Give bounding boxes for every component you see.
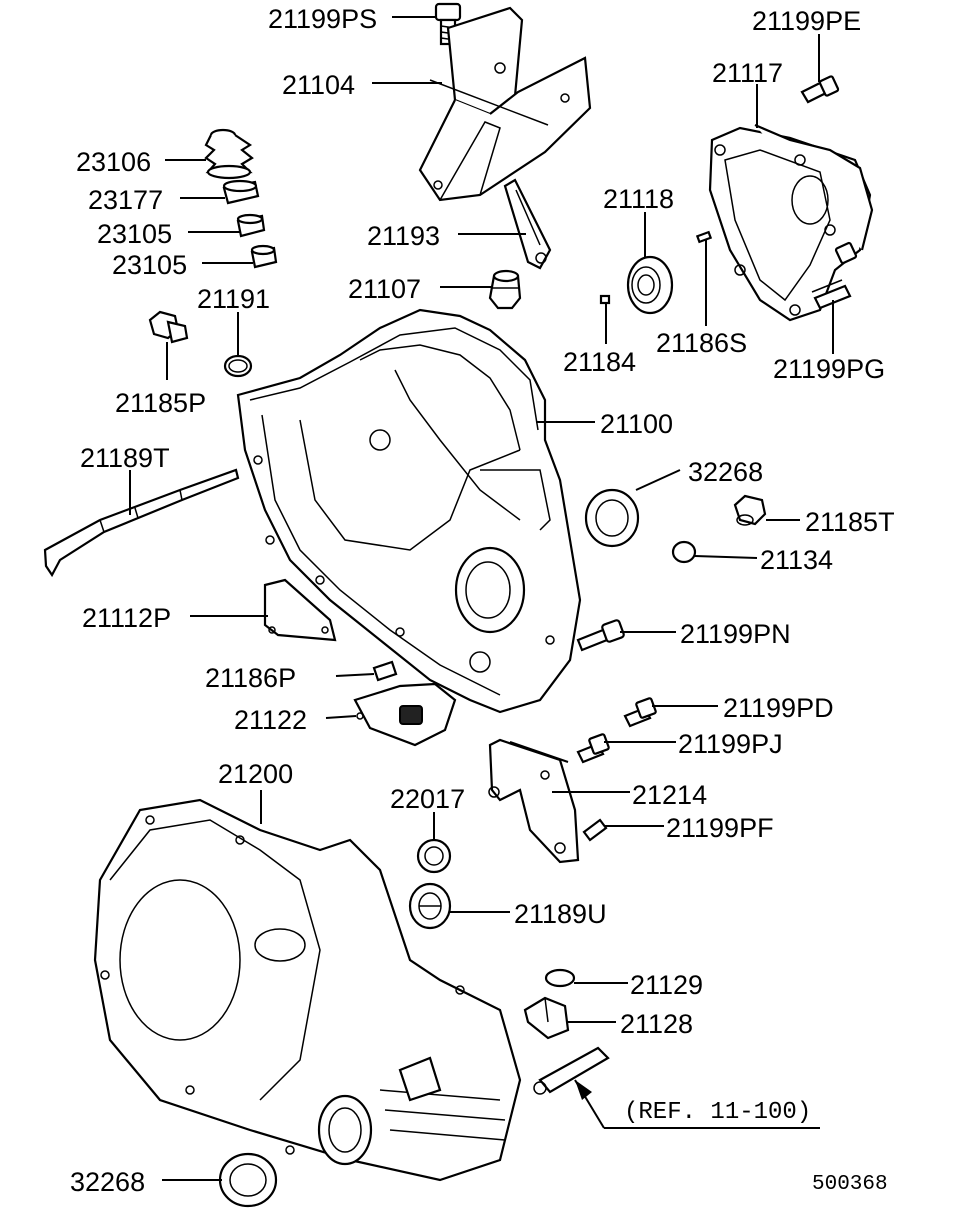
transmission-housing-21200: [93, 798, 522, 1182]
bushing-23177: [222, 179, 260, 205]
part-label-21107: 21107: [348, 274, 421, 304]
part-label-21199PN: 21199PN: [680, 619, 791, 649]
strap-21193: [503, 178, 552, 270]
leader-lines: [129, 16, 834, 1181]
bolt-21199PJ: [576, 733, 610, 764]
part-label-21199PS: 21199PS: [268, 4, 377, 34]
bushing-23105-b: [250, 244, 278, 269]
part-label-21199PF: 21199PF: [666, 813, 774, 843]
part-label-21118: 21118: [603, 184, 674, 214]
diagram-code: 500368: [812, 1173, 888, 1196]
part-label-21129: 21129: [630, 970, 703, 1000]
part-label-23177: 23177: [88, 185, 163, 215]
part-label-21186P: 21186P: [205, 663, 296, 693]
part-label-21128: 21128: [620, 1009, 693, 1039]
part-label-21104: 21104: [282, 70, 355, 100]
part-label-21214: 21214: [632, 780, 707, 810]
tube-ref: [533, 1046, 610, 1095]
boot-23106: [204, 128, 254, 180]
bushing-23105-a: [236, 213, 266, 238]
part-label-23106: 23106: [76, 147, 151, 177]
plug-21185T: [733, 494, 767, 526]
seal-32268-lower: [218, 1152, 278, 1208]
reference-note: (REF. 11-100): [624, 1099, 811, 1126]
part-label-21199PD: 21199PD: [723, 693, 834, 723]
disc-21189U: [408, 882, 452, 930]
part-label-21193: 21193: [367, 221, 440, 251]
plug-21185P: [148, 310, 189, 344]
ring-21191: [223, 354, 253, 378]
clip-21128: [523, 996, 570, 1040]
part-label-21185T: 21185T: [805, 507, 895, 537]
ring-21134: [671, 540, 697, 564]
part-label-21186S: 21186S: [656, 328, 747, 358]
part-label-21189U: 21189U: [514, 899, 607, 929]
bolt-21199PE: [800, 75, 840, 104]
plate-21122: [353, 682, 457, 747]
transfer-case-21100: [236, 308, 582, 714]
shield-21189T: [43, 468, 240, 578]
part-label-21100: 21100: [600, 409, 673, 439]
part-label-22017: 22017: [390, 784, 465, 814]
cap-21107: [488, 269, 522, 310]
part-label-21199PG: 21199PG: [773, 354, 885, 384]
bracket-21104: [418, 6, 592, 202]
pin-21186S: [695, 230, 713, 244]
seal-22017: [416, 838, 452, 874]
pin-21184: [599, 294, 611, 305]
part-label-21200: 21200: [218, 759, 293, 789]
part-label-21199PJ: 21199PJ: [678, 729, 783, 759]
part-label-21191: 21191: [197, 284, 270, 314]
seal-32268-upper: [584, 488, 640, 548]
plate-21112P: [263, 578, 337, 642]
part-label-21134: 21134: [760, 545, 833, 575]
part-label-32268-lower: 32268: [70, 1167, 145, 1197]
part-label-21199PE: 21199PE: [752, 6, 861, 36]
part-label-21112P: 21112P: [82, 603, 171, 633]
part-label-21184: 21184: [563, 347, 636, 377]
part-label-21185P: 21185P: [115, 388, 206, 418]
part-label-21122: 21122: [234, 705, 307, 735]
bolt-21199PD: [623, 697, 657, 728]
pin-21186P: [372, 660, 398, 682]
part-label-23105-b: 23105: [112, 250, 187, 280]
bolt-21199PN: [576, 619, 625, 652]
part-label-23105-a: 23105: [97, 219, 172, 249]
part-label-21189T: 21189T: [80, 443, 170, 473]
part-label-21117: 21117: [712, 58, 783, 88]
bracket-21214: [488, 738, 580, 864]
bolt-21199PF: [582, 818, 608, 842]
cover-21117: [708, 123, 874, 322]
seal-21118: [626, 255, 674, 315]
part-label-32268-upper: 32268: [688, 457, 763, 487]
part-labels: 21199PS 21104 23106 23177 23105 23105 21…: [70, 4, 895, 1197]
cap-21129: [544, 968, 576, 988]
bolt-21199PG: [811, 241, 858, 310]
